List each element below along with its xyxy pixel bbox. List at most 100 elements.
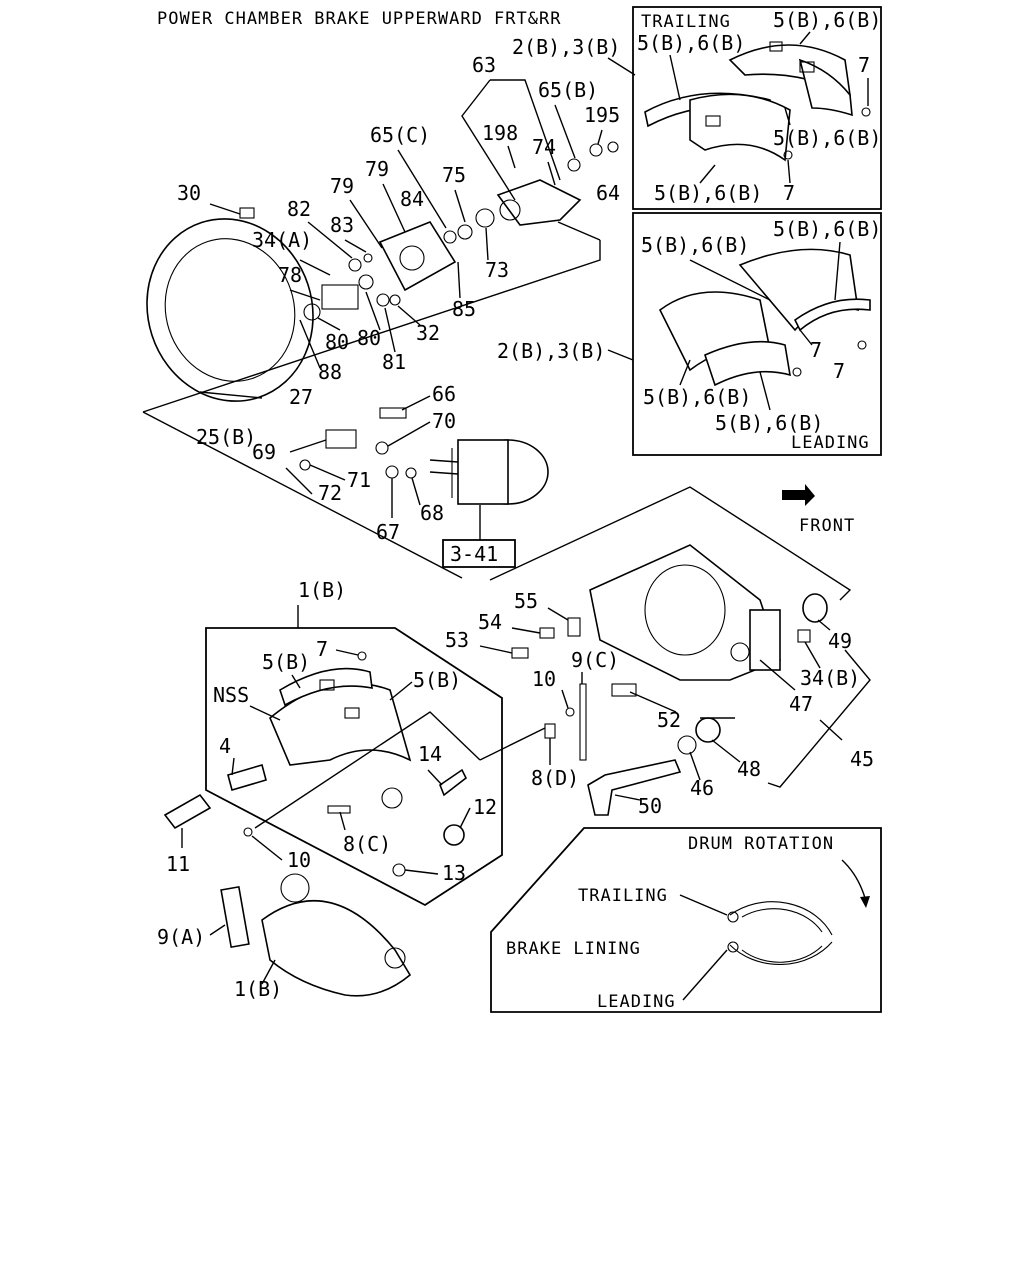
lower-shoe-inner [741,945,823,963]
nut-70 [375,441,389,455]
spider-boss [749,609,781,671]
cover-plate-hole [399,245,425,271]
washer-32 [389,294,401,306]
callout-65c: 65(C) [370,123,430,147]
callout-10-spider: 10 [532,667,556,691]
trailing-shoe-pad-c [798,58,853,117]
callout-66: 66 [432,382,456,406]
bushing-49 [802,593,828,623]
callout-70: 70 [432,409,456,433]
leading-bolt-1 [857,340,867,350]
callout-83: 83 [330,213,354,237]
upper-shoe-outer [729,901,833,936]
callout-11: 11 [166,852,190,876]
pin-66 [379,407,407,419]
inset-leading-caption: LEADING [791,433,870,453]
trailing-bolt-1 [861,107,871,117]
callout-34b: 34(B) [800,666,860,690]
callout-2b3b-top: 2(B),3(B) [512,35,620,59]
nut-81 [376,293,390,307]
bolt-53 [511,647,529,659]
trailing-shoe-slot-3 [799,61,815,73]
washer-64 [589,143,603,157]
snap-ring-13 [392,863,406,877]
bolt-14 [439,768,468,797]
callout-8c: 8(C) [343,832,391,856]
shoe-assembly: 1(B) 7 5(B) 5(B) NSS 4 14 12 8(C) 13 [205,578,546,907]
callout-85: 85 [452,297,476,321]
leading-label-3: 7 [810,338,822,362]
washer-65c [443,230,457,244]
trailing-rotation-label: TRAILING [578,886,668,906]
rivet-7 [357,651,367,661]
spring-9a [220,885,250,949]
callout-1b-top: 1(B) [298,578,346,602]
callout-45: 45 [850,747,874,771]
upper-shoe-inner [741,908,823,933]
callout-54: 54 [478,610,502,634]
callout-30: 30 [177,181,201,205]
inset-leading-frame [632,212,882,456]
plate-55 [567,617,581,637]
ref-box-frame[interactable] [442,539,516,568]
callout-63: 63 [472,53,496,77]
trailing-label-5: 5(B),6(B) [654,181,762,205]
trailing-label-2: 5(B),6(B) [637,31,745,55]
callout-2b3b-bottom: 2(B),3(B) [497,339,605,363]
leading-label-6: 5(B),6(B) [715,411,823,435]
cover-plate [378,221,457,292]
callout-55: 55 [514,589,538,613]
callout-nss: NSS [213,683,249,707]
inset-leading-shoes: 5(B),6(B) 5(B),6(B) 7 7 5(B),6(B) 5(B),6… [632,212,882,456]
inset-rotation-frame [490,827,882,1013]
callout-46: 46 [690,776,714,800]
leading-anchor-icon [727,941,739,953]
callout-9c: 9(C) [571,648,619,672]
leading-rotation-label: LEADING [597,992,676,1012]
leading-bolt-2 [792,367,802,377]
shoe-slot-2 [344,707,360,719]
slack-adjuster-arm [496,179,582,226]
seal-ring-75 [457,224,473,240]
trailing-shoe-slot-2 [769,41,783,52]
ref-box-label[interactable]: 3-41 [450,542,498,566]
seal-ring-73 [475,208,495,228]
trailing-anchor-icon [727,911,739,923]
callout-71: 71 [347,468,371,492]
callout-198: 198 [482,121,518,145]
leading-label-1: 5(B),6(B) [773,217,881,241]
front-arrow-icon [782,484,815,506]
washer-80a [303,303,321,321]
seal-48 [695,717,721,743]
callout-34a: 34(A) [252,228,312,252]
shoe-lower-anchor [384,947,406,969]
drum-rotation-label: DRUM ROTATION [688,834,834,854]
bolt-30 [239,207,255,219]
callout-64: 64 [596,181,620,205]
inset-trailing-caption: TRAILING [641,12,731,32]
callout-68: 68 [420,501,444,525]
washer-54 [539,627,555,639]
callout-65b: 65(B) [538,78,598,102]
callout-67: 67 [376,520,400,544]
ring-65b [567,158,581,172]
roller-pin-4 [227,764,267,791]
trailing-shoe-slot-1 [705,115,721,127]
pin-8d [544,723,556,739]
callout-32: 32 [416,321,440,345]
roller-11 [163,793,212,830]
callout-73: 73 [485,258,509,282]
callout-48: 48 [737,757,761,781]
snap-ring-195 [607,141,619,153]
bushing-12 [443,824,465,846]
inset-drum-rotation: DRUM ROTATION TRAILING BRAKE LINING LEAD… [490,827,882,1013]
diagram-title: POWER CHAMBER BRAKE UPPERWARD FRT&RR [157,9,561,29]
callout-75: 75 [442,163,466,187]
air-chamber-clamp [457,439,509,505]
leading-label-5: 5(B),6(B) [643,385,751,409]
clip-10 [565,707,575,717]
callout-7-shoe: 7 [316,637,328,661]
callout-49: 49 [828,629,852,653]
callout-80b: 80 [357,326,381,350]
grease-fitting-34b [797,629,811,643]
